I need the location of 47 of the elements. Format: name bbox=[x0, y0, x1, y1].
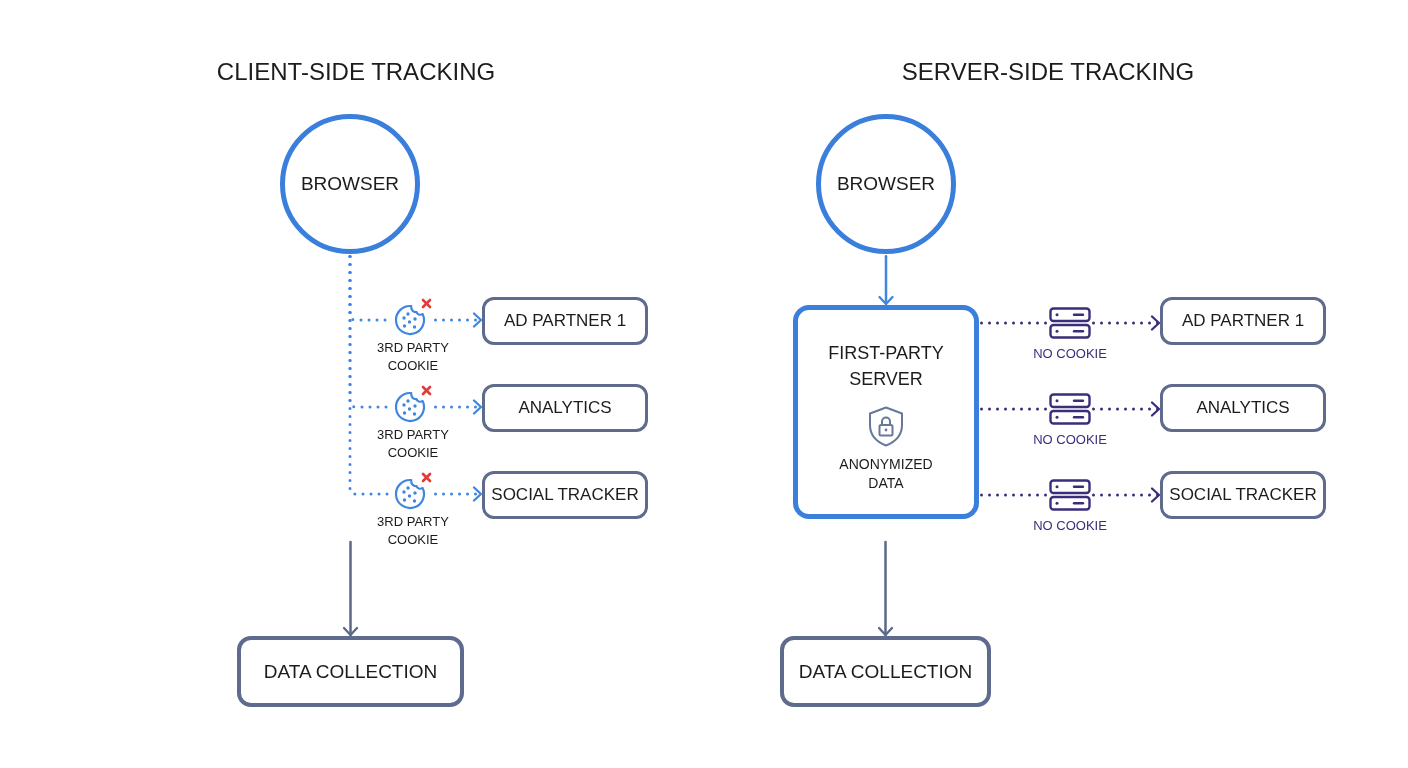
dotted-arrow bbox=[1092, 487, 1161, 503]
crossed-cookie-icon bbox=[393, 471, 433, 511]
arrow bbox=[878, 255, 894, 306]
rounded-box bbox=[1160, 384, 1326, 432]
dotted-arrow bbox=[1092, 315, 1161, 331]
node-label: DATA COLLECTION bbox=[798, 659, 973, 684]
dotted-arrow bbox=[434, 312, 483, 328]
rounded-box bbox=[237, 636, 464, 707]
dotted-arrow bbox=[434, 399, 483, 415]
rounded-box bbox=[793, 305, 979, 519]
node-label: DATA COLLECTION bbox=[263, 659, 438, 684]
icon-caption: NO COOKIE bbox=[1033, 345, 1107, 363]
icon-caption: 3RD PARTY COOKIE bbox=[376, 426, 450, 462]
node-label: FIRST-PARTY SERVER bbox=[827, 342, 945, 391]
icon-caption: NO COOKIE bbox=[1033, 517, 1107, 535]
rounded-box bbox=[482, 471, 648, 519]
rounded-box bbox=[1160, 471, 1326, 519]
dotted-arrow bbox=[434, 486, 483, 502]
node-caption: ANONYMIZED DATA bbox=[838, 455, 934, 493]
node-label: BROWSER bbox=[300, 172, 400, 196]
node-label: BROWSER bbox=[836, 172, 936, 196]
section-title: CLIENT-SIDE TRACKING bbox=[216, 58, 496, 86]
icon-caption: 3RD PARTY COOKIE bbox=[376, 339, 450, 375]
server-rack-icon bbox=[1049, 307, 1091, 339]
arrow bbox=[342, 540, 359, 637]
rounded-box bbox=[482, 384, 648, 432]
icon-caption: NO COOKIE bbox=[1033, 431, 1107, 449]
node-label: AD PARTNER 1 bbox=[503, 310, 627, 332]
node-label: AD PARTNER 1 bbox=[1181, 310, 1305, 332]
arrow bbox=[877, 540, 894, 637]
dotted-arrow bbox=[1092, 401, 1161, 417]
node-label: SOCIAL TRACKER bbox=[491, 484, 639, 506]
node-label: ANALYTICS bbox=[518, 397, 612, 419]
crossed-cookie-icon bbox=[393, 297, 433, 337]
rounded-box bbox=[482, 297, 648, 345]
node-label: ANALYTICS bbox=[1196, 397, 1290, 419]
rounded-box bbox=[780, 636, 991, 707]
section-title: SERVER-SIDE TRACKING bbox=[901, 58, 1195, 86]
node-label: SOCIAL TRACKER bbox=[1169, 484, 1317, 506]
dotted-line bbox=[980, 493, 1048, 497]
server-rack-icon bbox=[1049, 393, 1091, 425]
rounded-box bbox=[1160, 297, 1326, 345]
icon-caption: 3RD PARTY COOKIE bbox=[376, 513, 450, 549]
crossed-cookie-icon bbox=[393, 384, 433, 424]
server-rack-icon bbox=[1049, 479, 1091, 511]
dotted-line bbox=[980, 321, 1048, 325]
dotted-line bbox=[980, 407, 1048, 411]
